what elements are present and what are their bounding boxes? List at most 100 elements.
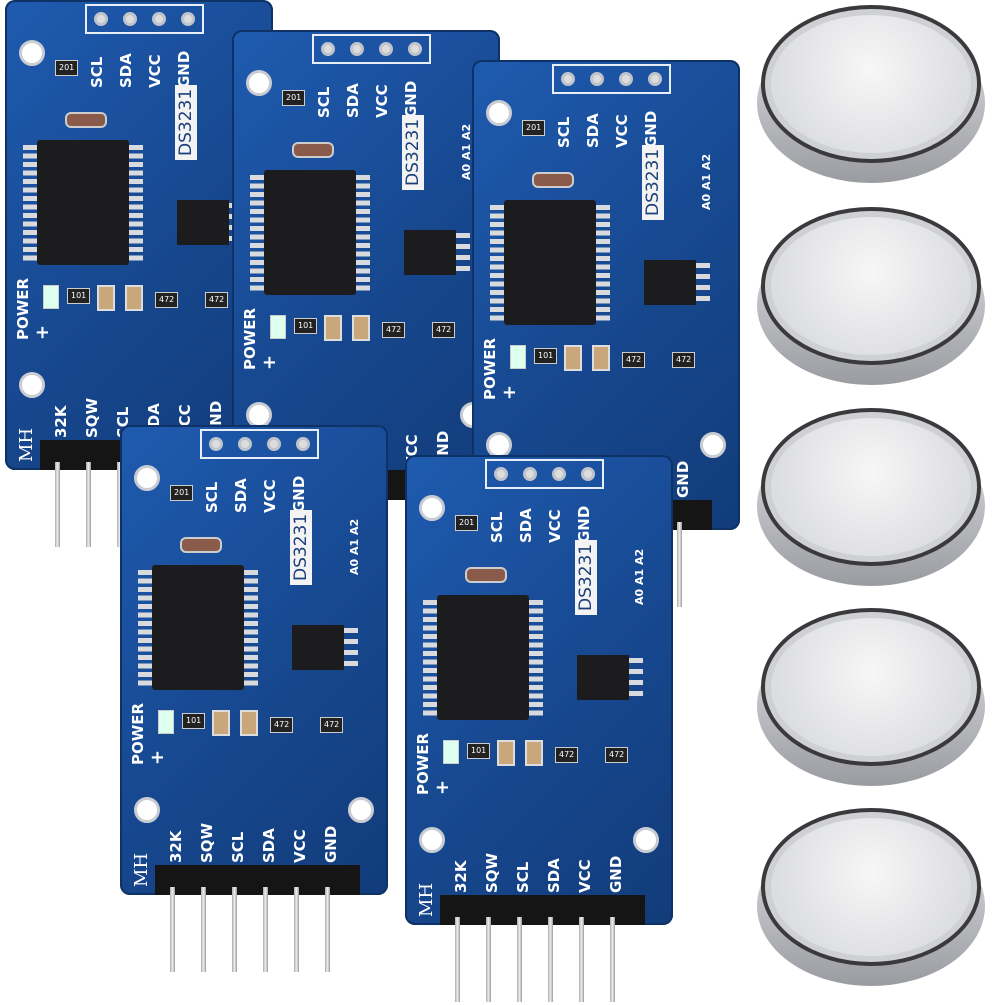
- eeprom-chip: [292, 625, 344, 670]
- silkscreen-label: SQW: [83, 397, 101, 438]
- resistor: 201: [55, 60, 79, 76]
- capacitor: [97, 285, 115, 311]
- header-pin: [117, 462, 122, 547]
- mounting-hole: [486, 100, 512, 126]
- rtc-chip: [437, 595, 529, 720]
- rtc-chip: [37, 140, 129, 265]
- rtc-chip: [152, 565, 244, 690]
- silkscreen-label: +: [499, 384, 520, 400]
- mounting-hole: [134, 797, 160, 823]
- silkscreen-label: +: [147, 749, 168, 765]
- resistor-array: 472: [555, 747, 579, 763]
- silkscreen-label: VCC: [613, 114, 631, 148]
- eeprom-chip: [177, 200, 229, 245]
- silkscreen-label: A0 A1 A2: [348, 518, 361, 575]
- silkscreen-label: 32K: [452, 860, 470, 894]
- diode: [532, 172, 574, 188]
- diode: [180, 537, 222, 553]
- resistor-array: 472: [155, 292, 179, 308]
- capacitor: [525, 740, 543, 766]
- eeprom-chip: [404, 230, 456, 275]
- silkscreen-label: POWER: [241, 307, 259, 370]
- silkscreen-label: SDA: [584, 113, 602, 148]
- battery-face: [761, 5, 981, 163]
- silkscreen-label: SDA: [117, 53, 135, 88]
- mounting-hole: [419, 827, 445, 853]
- silkscreen-label: 32K: [167, 830, 185, 864]
- silkscreen-label: GND: [674, 460, 692, 498]
- silkscreen-label: SCL: [88, 56, 106, 88]
- header-pin: [170, 887, 175, 972]
- battery-face: [761, 608, 981, 766]
- chip-label: DS3231: [175, 84, 197, 160]
- power-led: [158, 710, 174, 734]
- brand-mark: MH: [16, 427, 37, 462]
- chip-label: DS3231: [290, 509, 312, 585]
- silkscreen-label: +: [432, 779, 453, 795]
- top-header-pads: [552, 64, 671, 94]
- silkscreen-label: GND: [175, 50, 193, 88]
- header-pin: [579, 917, 584, 1002]
- header-pin: [232, 887, 237, 972]
- resistor: 201: [522, 120, 546, 136]
- silkscreen-label: GND: [290, 475, 308, 513]
- diode: [465, 567, 507, 583]
- coin-cell-battery: [757, 5, 985, 185]
- header-pin: [455, 917, 460, 1002]
- brand-mark: MH: [131, 852, 152, 887]
- top-header-pads: [312, 34, 431, 64]
- capacitor: [564, 345, 582, 371]
- silkscreen-label: 32K: [52, 405, 70, 439]
- resistor-array: 472: [382, 322, 406, 338]
- silkscreen-label: SCL: [514, 861, 532, 893]
- diode: [292, 142, 334, 158]
- silkscreen-label: A0 A1 A2: [633, 548, 646, 605]
- coin-cell-battery: [757, 408, 985, 588]
- silkscreen-label: SDA: [260, 828, 278, 863]
- resistor-array: 472: [205, 292, 229, 308]
- silkscreen-label: SDA: [545, 858, 563, 893]
- coin-cell-battery: [757, 207, 985, 387]
- diode: [65, 112, 107, 128]
- silkscreen-label: GND: [642, 110, 660, 148]
- resistor-array: 472: [605, 747, 629, 763]
- mounting-hole: [19, 372, 45, 398]
- silkscreen-label: POWER: [414, 732, 432, 795]
- eeprom-chip: [577, 655, 629, 700]
- top-header-pads: [85, 4, 204, 34]
- resistor: 101: [67, 288, 91, 304]
- header-pin: [548, 917, 553, 1002]
- rtc-chip: [504, 200, 596, 325]
- silkscreen-label: GND: [322, 825, 340, 863]
- mounting-hole: [19, 40, 45, 66]
- power-led: [443, 740, 459, 764]
- silkscreen-label: VCC: [261, 479, 279, 513]
- header-pin: [517, 917, 522, 1002]
- capacitor: [240, 710, 258, 736]
- silkscreen-label: GND: [575, 505, 593, 543]
- resistor-array: 472: [432, 322, 456, 338]
- resistor-array: 472: [270, 717, 294, 733]
- battery-face: [761, 408, 981, 566]
- header-pin: [263, 887, 268, 972]
- capacitor: [497, 740, 515, 766]
- mounting-hole: [419, 495, 445, 521]
- power-led: [43, 285, 59, 309]
- capacitor: [212, 710, 230, 736]
- silkscreen-label: POWER: [14, 277, 32, 340]
- battery-face: [761, 808, 981, 966]
- power-led: [270, 315, 286, 339]
- silkscreen-label: GND: [607, 855, 625, 893]
- top-header-pads: [200, 429, 319, 459]
- mounting-hole: [633, 827, 659, 853]
- silkscreen-label: +: [259, 354, 280, 370]
- resistor-array: 472: [320, 717, 344, 733]
- top-header-pads: [485, 459, 604, 489]
- resistor: 101: [467, 743, 491, 759]
- rtc-chip: [264, 170, 356, 295]
- silkscreen-label: SCL: [488, 511, 506, 543]
- silkscreen-label: SCL: [229, 831, 247, 863]
